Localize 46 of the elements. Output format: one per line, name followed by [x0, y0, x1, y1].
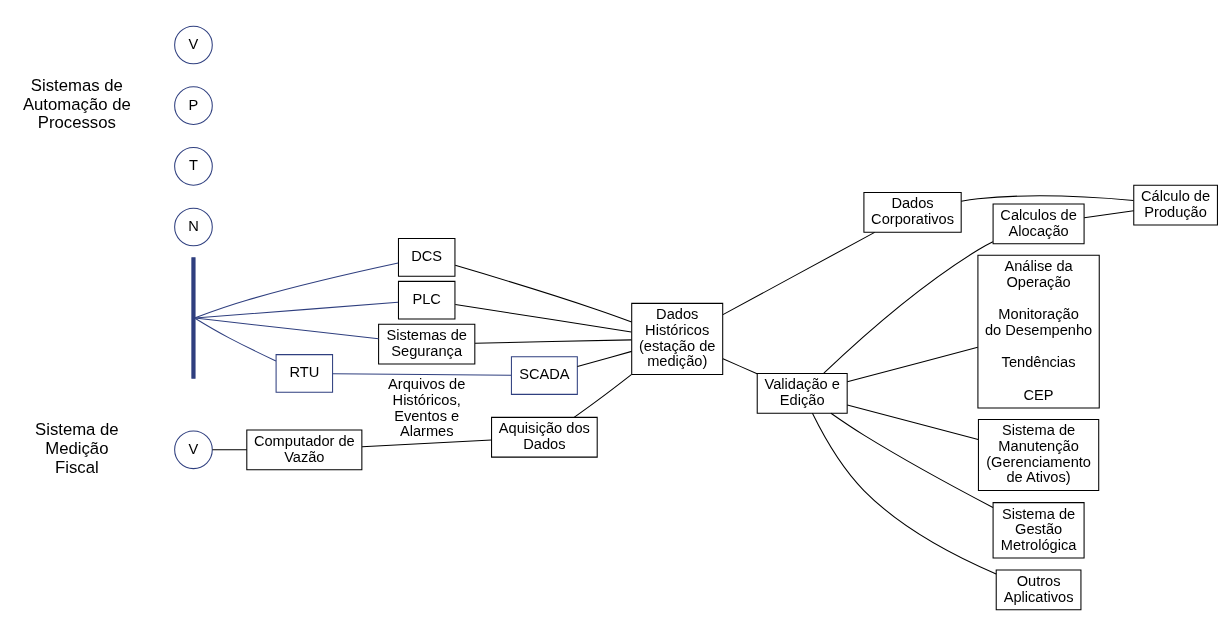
node-box: Dados Corporativos — [862, 191, 962, 233]
node-box: Sistema de Manutenção (Gerenciamento de Ativos) — [977, 418, 1099, 492]
node-box: Sistema de Gestão Metrológica — [992, 502, 1085, 559]
node-circle: V — [173, 430, 213, 470]
connector — [829, 412, 993, 508]
node-bar — [190, 257, 196, 379]
connector — [846, 404, 979, 440]
node-box: SCADA — [510, 356, 578, 395]
connector — [474, 339, 632, 344]
connector — [721, 231, 875, 316]
node-circle: V — [173, 25, 213, 65]
connector — [211, 449, 247, 451]
node-circle: P — [173, 86, 213, 126]
connector — [721, 358, 758, 375]
connector — [194, 318, 276, 362]
node-box: Aquisição dos Dados — [490, 416, 598, 458]
node-circle: N — [173, 207, 213, 247]
node-box: Dados Históricos (estação de medição) — [630, 302, 723, 375]
connector — [361, 439, 492, 448]
connector — [194, 262, 399, 319]
connector — [454, 304, 632, 333]
node-box: RTU — [275, 354, 333, 393]
node-box: Análise da Operação Monitoração do Desempenho Tendências CEP — [976, 254, 1100, 409]
connector — [846, 346, 978, 383]
connector — [960, 195, 1134, 202]
connector — [1083, 210, 1134, 219]
connector — [194, 301, 399, 319]
connector — [576, 350, 632, 368]
label: Sistemas de Automação de Processos — [22, 75, 131, 133]
edge-label: Arquivos de Históricos, Eventos e Alarmes — [387, 376, 465, 440]
connector — [454, 264, 632, 323]
label: Sistema de Medição Fiscal — [34, 419, 119, 477]
node-box: Computador de Vazão — [245, 429, 362, 471]
connector — [331, 373, 512, 376]
node-box: DCS — [397, 238, 455, 277]
node-circle: T — [173, 147, 213, 186]
node-box: Calculos de Alocação — [992, 203, 1085, 245]
node-box: Cálculo de Produção — [1132, 184, 1218, 226]
node-box: Validação e Edição — [756, 372, 848, 414]
connector — [822, 241, 993, 374]
node-box: Outros Aplicativos — [995, 569, 1081, 611]
connector — [573, 374, 632, 418]
connector — [194, 317, 379, 340]
connector — [811, 412, 997, 575]
node-box: PLC — [397, 280, 455, 320]
node-box: Sistemas de Segurança — [377, 323, 475, 365]
